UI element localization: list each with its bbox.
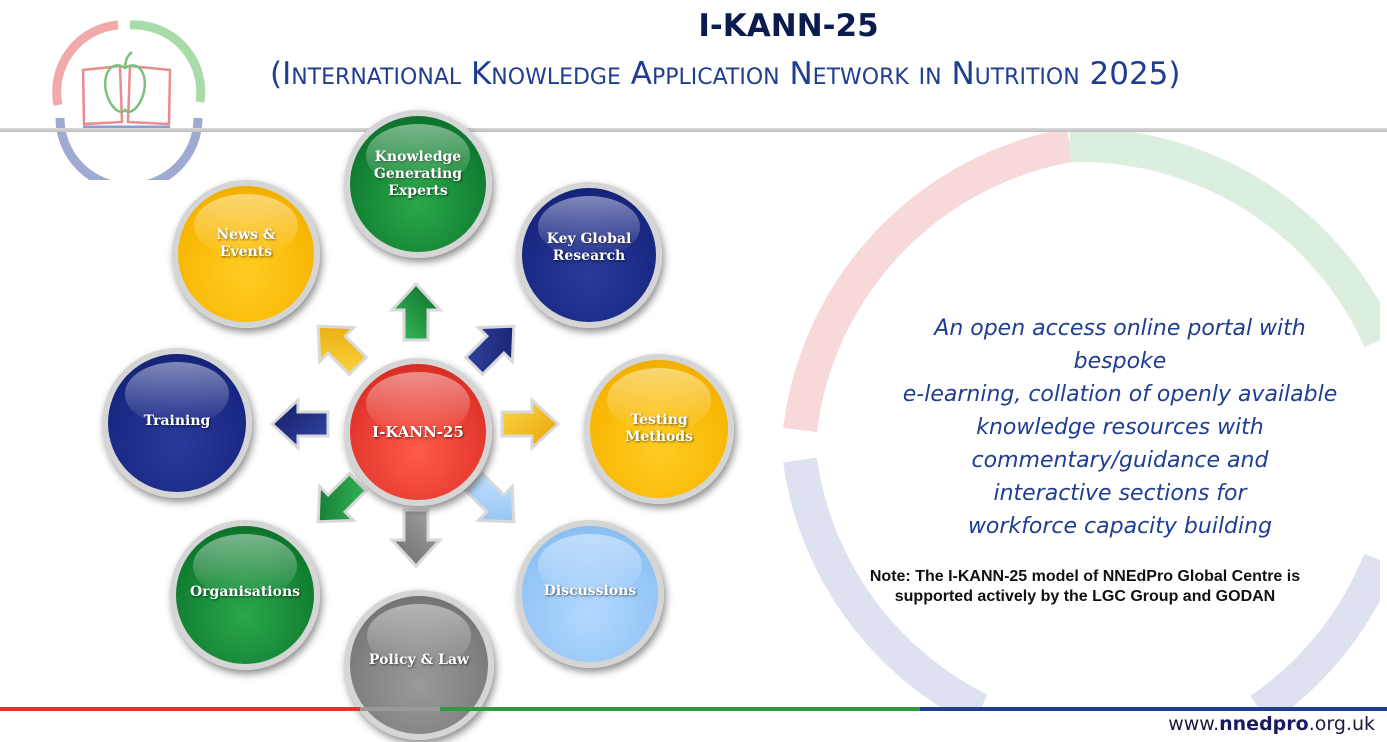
arrow-up-right-icon bbox=[463, 324, 516, 377]
website-domain: nnedpro bbox=[1219, 713, 1309, 735]
background-ring-graphic bbox=[783, 130, 1380, 710]
node-knowledge-generating-experts: Knowledge Generating Experts bbox=[344, 110, 492, 258]
node-testing-methods: Testing Methods bbox=[584, 354, 734, 504]
diagram-arrows bbox=[269, 281, 561, 569]
website-suffix: .org.uk bbox=[1308, 713, 1375, 735]
header-divider bbox=[0, 128, 1387, 132]
page-subtitle: (International Knowledge Application Net… bbox=[270, 56, 1181, 92]
footer-color-bar bbox=[0, 707, 1387, 711]
node-key-global-research: Key Global Research bbox=[516, 182, 662, 328]
node-training: Training bbox=[102, 348, 252, 498]
arrow-left-icon bbox=[269, 396, 330, 452]
node-center-i-kann-25: I-KANN-25 bbox=[344, 358, 492, 506]
node-organisations: Organisations bbox=[170, 520, 320, 670]
arrow-right-icon bbox=[500, 396, 561, 452]
website-prefix: www. bbox=[1168, 713, 1220, 735]
portal-description: An open access online portal with bespok… bbox=[902, 316, 1338, 539]
support-note: Note: The I-KANN-25 model of NNEdPro Glo… bbox=[869, 568, 1301, 605]
book-apple-logo-icon bbox=[52, 20, 206, 180]
arrow-down-icon bbox=[388, 508, 444, 569]
node-news-and-events: News & Events bbox=[172, 180, 320, 328]
arrow-up-icon bbox=[388, 281, 444, 342]
node-policy-and-law: Policy & Law bbox=[344, 590, 494, 740]
node-discussions: Discussions bbox=[516, 520, 664, 668]
arrow-down-left-icon bbox=[316, 471, 369, 524]
arrow-down-right-icon bbox=[463, 471, 516, 524]
page-title: I-KANN-25 bbox=[698, 8, 879, 44]
website-url[interactable]: www.nnedpro.org.uk bbox=[1130, 713, 1375, 735]
arrow-up-left-icon bbox=[316, 324, 369, 377]
